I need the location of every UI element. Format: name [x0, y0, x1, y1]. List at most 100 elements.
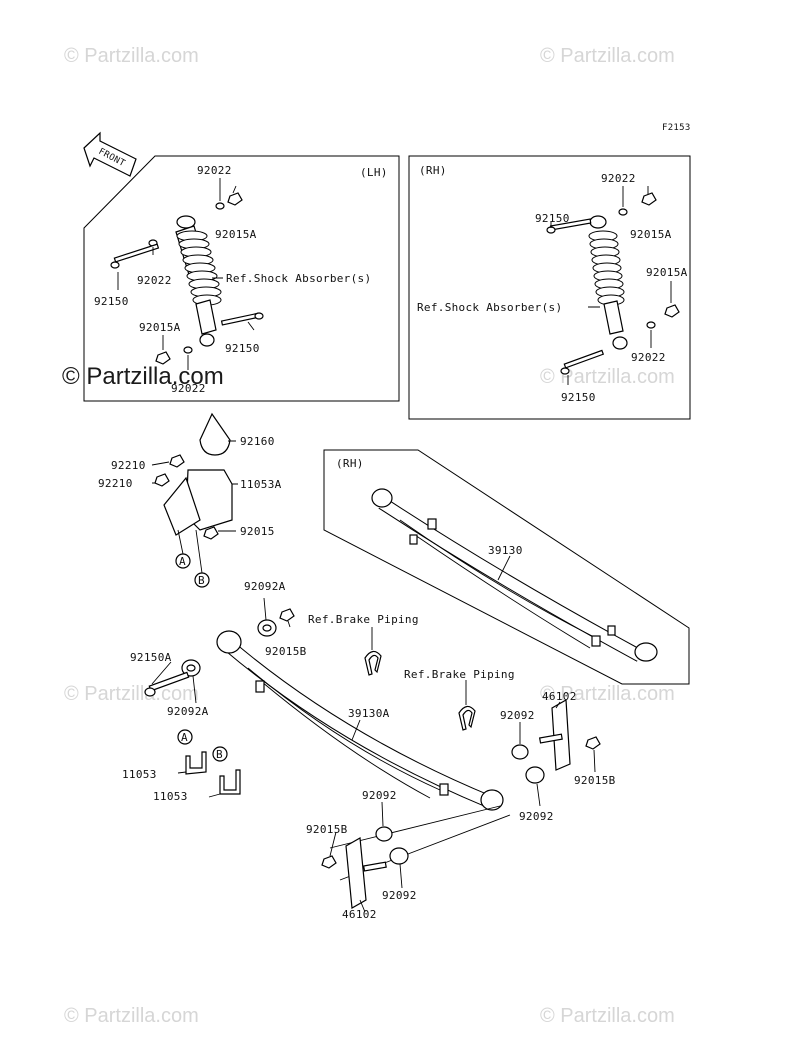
label-11053A: 11053A [240, 478, 282, 491]
rh-bolt-92150-top [546, 218, 592, 234]
rh-panel-title: (RH) [419, 164, 447, 177]
ref-circle-a-text: A [179, 555, 186, 568]
washer-92022-top [215, 202, 225, 210]
label-ref-brake-2: Ref.Brake Piping [404, 668, 515, 681]
rh-nut-92015A-right [664, 304, 680, 318]
ref-circle-b2-text: B [216, 748, 223, 761]
brake-piping-clamps: Ref.Brake Piping Ref.Brake Piping [308, 613, 515, 731]
lh-shock-panel: (LH) [83, 155, 400, 402]
label-92022-b: 92022 [137, 274, 172, 287]
nut-92210-a [169, 454, 185, 468]
label-39130A: 39130A [348, 707, 390, 720]
washer-92022-bottom [183, 346, 193, 354]
label-92092-r1: 92092 [500, 709, 535, 722]
watermark-top-left: © Partzilla.com [64, 45, 199, 67]
bolt-92150-right [220, 312, 264, 326]
leaf-spring-39130 [371, 488, 658, 662]
bump-stop-bracket-group: A B 92160 92210 92210 11053A 92015 [98, 412, 282, 588]
rh-label-ref-shock: Ref.Shock Absorber(s) [417, 301, 562, 314]
lh-panel-title: (LH) [360, 166, 388, 179]
label-92210-b: 92210 [98, 477, 133, 490]
label-11053-b: 11053 [153, 790, 188, 803]
label-39130: 39130 [488, 544, 523, 557]
u-bolt-11053-a [185, 751, 207, 775]
front-arrow-icon: FRONT [83, 131, 137, 177]
ref-circle-a2 [177, 729, 193, 745]
watermark-bottom-left: © Partzilla.com [64, 1005, 199, 1027]
rh-label-92150-b: 92150 [561, 391, 596, 404]
bushing-92092-c2 [389, 847, 409, 865]
lh-shock-absorber [175, 215, 222, 347]
rh-leaf-spring-panel: (RH) 39130 [323, 449, 690, 685]
label-92015A-b: 92015A [139, 321, 181, 334]
bolt-92150A [144, 671, 190, 697]
shackle-plate-46102-bottom [345, 837, 367, 909]
nut-92015A-bottom [155, 351, 171, 365]
label-ref-brake-1: Ref.Brake Piping [308, 613, 419, 626]
label-92092-c1: 92092 [362, 789, 397, 802]
label-92015B-right: 92015B [574, 774, 616, 787]
rh-label-92022-a: 92022 [601, 172, 636, 185]
rh-shock-absorber [588, 215, 628, 350]
label-92150-b: 92150 [225, 342, 260, 355]
rh-spring-title: (RH) [336, 457, 364, 470]
watermark-group: © Partzilla.com © Partzilla.com © Partzi… [62, 45, 675, 1027]
bushing-92092-c1 [375, 826, 393, 842]
brake-clamp-1 [364, 650, 382, 676]
rh-label-92015A-b: 92015A [646, 266, 688, 279]
label-ref-shock-lh: Ref.Shock Absorber(s) [226, 272, 371, 285]
rear-shackle-right: 46102 92092 92015B 92092 [500, 690, 616, 823]
label-92210-a: 92210 [111, 459, 146, 472]
label-92092A-top: 92092A [244, 580, 286, 593]
watermark-main: © Partzilla.com [62, 363, 224, 390]
rh-label-92022-b: 92022 [631, 351, 666, 364]
label-92150A: 92150A [130, 651, 172, 664]
label-92022-c: 92022 [171, 382, 206, 395]
bushing-92092A-top [257, 619, 277, 637]
u-bolt-11053-b [219, 769, 241, 795]
label-92092-c2: 92092 [382, 889, 417, 902]
rh-spring-frame [323, 449, 690, 685]
label-92015B-bottom: 92015B [306, 823, 348, 836]
watermark-lower-right: © Partzilla.com [540, 683, 675, 705]
nut-92015 [203, 526, 219, 540]
nut-92015A-top [227, 192, 243, 206]
label-92092A-left: 92092A [167, 705, 209, 718]
nut-92210-b [154, 473, 170, 487]
label-92015: 92015 [240, 525, 275, 538]
rh-label-92150-a: 92150 [535, 212, 570, 225]
watermark-bottom-right: © Partzilla.com [540, 1005, 675, 1027]
bracket-plate [163, 476, 201, 536]
label-92150-a: 92150 [94, 295, 129, 308]
nut-92015B-bottom [321, 855, 337, 869]
rh-washer-92022-bottom [646, 321, 656, 329]
label-92015A-a: 92015A [215, 228, 257, 241]
label-92015B-top: 92015B [265, 645, 307, 658]
rh-shock-panel: (RH) [408, 155, 691, 420]
watermark-mid-right: © Partzilla.com [540, 366, 675, 388]
ref-circle-b2 [212, 746, 228, 762]
ref-circle-a2-text: A [181, 731, 188, 744]
label-46102-right: 46102 [542, 690, 577, 703]
front-shackle-hardware: 92092A 92015B 92150A 92092A [130, 580, 307, 718]
watermark-lower-left: © Partzilla.com [64, 683, 199, 705]
brake-clamp-2 [458, 705, 476, 731]
bushing-92092-r1 [511, 744, 529, 760]
bolt-92150-left [110, 243, 160, 269]
nut-92015B-right [585, 736, 601, 750]
bushing-92092-r2 [525, 766, 545, 784]
watermark-top-right: © Partzilla.com [540, 45, 675, 67]
ref-circle-b-text: B [198, 574, 205, 587]
rh-panel-frame [408, 155, 691, 420]
lh-panel-frame [83, 155, 400, 402]
leaf-spring-39130A: 39130A [216, 630, 504, 811]
label-11053-a: 11053 [122, 768, 157, 781]
u-bolts-11053: A B 11053 11053 [122, 729, 241, 803]
rh-bolt-92150-bottom [560, 349, 605, 375]
label-46102-bottom: 46102 [342, 908, 377, 921]
nut-92015B-top [279, 608, 295, 622]
label-92022-a: 92022 [197, 164, 232, 177]
rear-shackle-bottom: 92092 92015B 92092 46102 [306, 789, 511, 921]
